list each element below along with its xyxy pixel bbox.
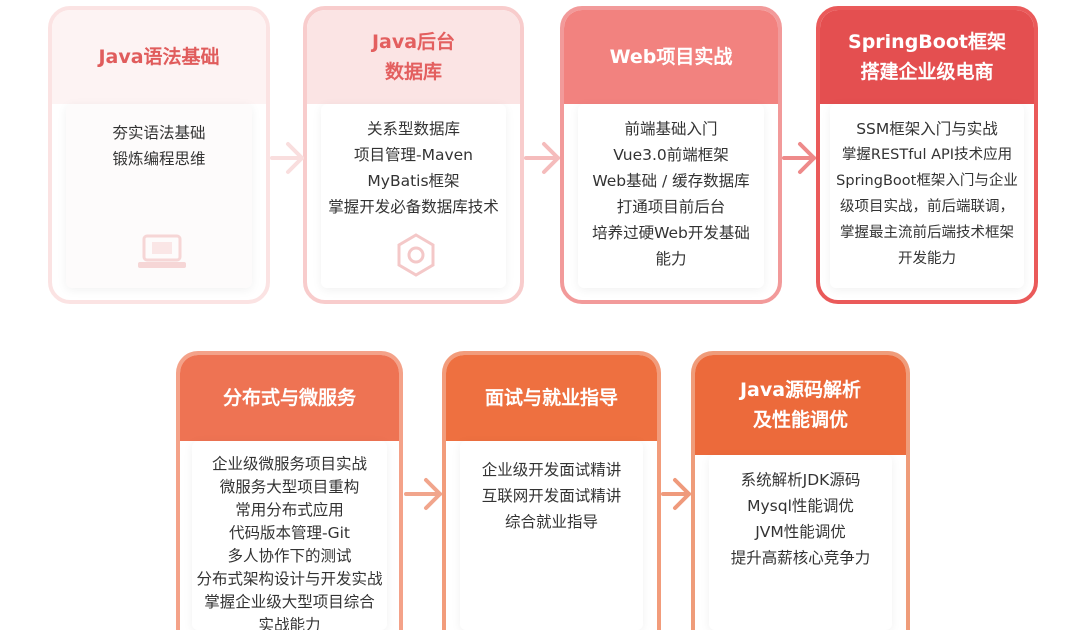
stage-item: 常用分布式应用 bbox=[235, 501, 344, 519]
stage-item: 掌握企业级大型项目综合实战能力 bbox=[204, 593, 375, 630]
stage-item: JVM性能调优 bbox=[755, 523, 846, 541]
stage-item: SpringBoot框架入门与企业级项目实战，前后端联调，掌握最主流前后端技术框… bbox=[836, 173, 1018, 267]
stage-card-web-project: Web项目实战 前端基础入门 Vue3.0前端框架 Web基础 / 缓存数据库 … bbox=[560, 6, 782, 304]
laptop-icon bbox=[138, 234, 186, 268]
stage-card-interview-guidance: 面试与就业指导 企业级开发面试精讲 互联网开发面试精讲 综合就业指导 bbox=[442, 351, 661, 630]
gear-icon bbox=[397, 233, 435, 277]
stage-title: SpringBoot框架 搭建企业级电商 bbox=[820, 10, 1034, 104]
stage-body: 前端基础入门 Vue3.0前端框架 Web基础 / 缓存数据库 打通项目前后台 … bbox=[578, 104, 764, 288]
stage-item: 提升高薪核心竞争力 bbox=[730, 549, 871, 567]
stage-item: 代码版本管理-Git bbox=[229, 524, 350, 542]
stage-title: Java后台 数据库 bbox=[307, 10, 520, 104]
stage-item: MyBatis框架 bbox=[367, 172, 460, 190]
stage-body: 夯实语法基础 锻炼编程思维 bbox=[66, 104, 252, 288]
stage-item: 系统解析JDK源码 bbox=[740, 471, 861, 489]
stage-item: 前端基础入门 bbox=[624, 120, 718, 138]
chevron-right-icon bbox=[524, 142, 560, 174]
stage-title: Java语法基础 bbox=[52, 10, 266, 104]
stage-title: 面试与就业指导 bbox=[446, 355, 657, 441]
stage-item: 企业级开发面试精讲 bbox=[481, 461, 622, 479]
stage-body: SSM框架入门与实战 掌握RESTful API技术应用 SpringBoot框… bbox=[830, 104, 1024, 288]
stage-card-java-backend-database: Java后台 数据库 关系型数据库 项目管理-Maven MyBatis框架 掌… bbox=[303, 6, 524, 304]
stage-item: 锻炼编程思维 bbox=[112, 150, 206, 168]
chevron-right-icon bbox=[404, 478, 442, 510]
stage-item: 多人协作下的测试 bbox=[227, 547, 352, 565]
stage-item: 掌握开发必备数据库技术 bbox=[328, 198, 499, 216]
stage-body: 关系型数据库 项目管理-Maven MyBatis框架 掌握开发必备数据库技术 bbox=[321, 104, 506, 288]
stage-card-java-syntax: Java语法基础 夯实语法基础 锻炼编程思维 bbox=[48, 6, 270, 304]
stage-title: Web项目实战 bbox=[564, 10, 778, 104]
stage-item: 企业级微服务项目实战 bbox=[211, 455, 367, 473]
stage-item: Mysql性能调优 bbox=[747, 497, 854, 515]
stage-card-java-source-performance: Java源码解析 及性能调优 系统解析JDK源码 Mysql性能调优 JVM性能… bbox=[691, 351, 910, 630]
chevron-right-icon bbox=[782, 142, 816, 174]
stage-item: 微服务大型项目重构 bbox=[219, 478, 360, 496]
stage-item: 关系型数据库 bbox=[366, 120, 460, 138]
stage-item: 项目管理-Maven bbox=[354, 146, 473, 164]
stage-card-springboot: SpringBoot框架 搭建企业级电商 SSM框架入门与实战 掌握RESTfu… bbox=[816, 6, 1038, 304]
stage-item: SSM框架入门与实战 bbox=[856, 120, 998, 138]
chevron-right-icon bbox=[661, 478, 691, 510]
stage-title: 分布式与微服务 bbox=[180, 355, 399, 441]
stage-item: 打通项目前后台 bbox=[616, 198, 726, 216]
stage-item: 分布式架构设计与开发实战 bbox=[196, 570, 383, 588]
stage-card-distributed-microservices: 分布式与微服务 企业级微服务项目实战 微服务大型项目重构 常用分布式应用 代码版… bbox=[176, 351, 403, 630]
stage-item: 掌握RESTful API技术应用 bbox=[841, 147, 1013, 163]
stage-item: Vue3.0前端框架 bbox=[613, 146, 729, 164]
stage-item: Web基础 / 缓存数据库 bbox=[592, 172, 750, 190]
stage-title: Java源码解析 及性能调优 bbox=[695, 355, 906, 455]
stage-body: 系统解析JDK源码 Mysql性能调优 JVM性能调优 提升高薪核心竞争力 bbox=[709, 455, 892, 630]
stage-body: 企业级开发面试精讲 互联网开发面试精讲 综合就业指导 bbox=[460, 441, 643, 630]
stage-item: 夯实语法基础 bbox=[112, 124, 206, 142]
chevron-right-icon bbox=[270, 142, 304, 174]
stage-item: 综合就业指导 bbox=[504, 513, 598, 531]
stage-body: 企业级微服务项目实战 微服务大型项目重构 常用分布式应用 代码版本管理-Git … bbox=[192, 441, 387, 630]
stage-item: 培养过硬Web开发基础能力 bbox=[592, 224, 750, 268]
stage-item: 互联网开发面试精讲 bbox=[481, 487, 622, 505]
